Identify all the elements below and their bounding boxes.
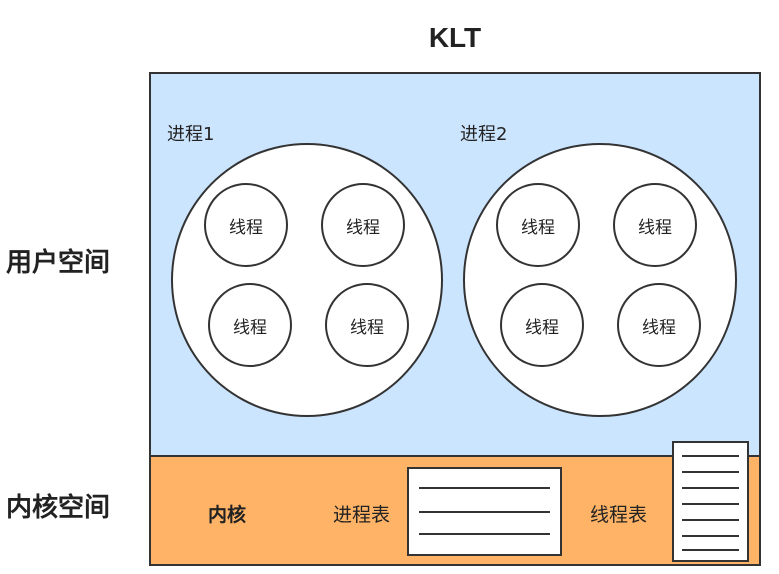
process-2-circle: [463, 143, 737, 417]
diagram-title: KLT: [428, 22, 482, 53]
process-table-row-line: [419, 511, 550, 513]
process-2-thread-1: 线程: [496, 183, 580, 267]
process-1-label: 进程1: [167, 124, 215, 145]
process-table-row-line: [419, 533, 550, 535]
kernel-space-label: 内核空间: [6, 493, 111, 523]
process-1-circle: [171, 143, 443, 417]
user-space-label: 用户空间: [6, 248, 111, 278]
kernel-label: 内核: [208, 504, 247, 526]
process-2-label: 进程2: [460, 124, 508, 145]
process-1-thread-1: 线程: [204, 183, 288, 267]
process-1-thread-4: 线程: [325, 283, 409, 367]
process-1-thread-3: 线程: [208, 283, 292, 367]
thread-table-row-line: [682, 549, 739, 551]
thread-table-row-line: [682, 471, 739, 473]
thread-table-row-line: [682, 503, 739, 505]
thread-table-label: 线程表: [590, 504, 648, 526]
process-1-thread-2: 线程: [321, 183, 405, 267]
process-table-row-line: [419, 487, 550, 489]
process-2-thread-4: 线程: [617, 283, 701, 367]
thread-table-row-line: [682, 519, 739, 521]
process-2-thread-3: 线程: [500, 283, 584, 367]
thread-table-row-line: [682, 487, 739, 489]
process-2-thread-2: 线程: [613, 183, 697, 267]
process-table: [407, 467, 562, 556]
thread-table: [672, 441, 749, 562]
thread-table-row-line: [682, 455, 739, 457]
process-table-label: 进程表: [333, 504, 391, 526]
thread-table-row-line: [682, 535, 739, 537]
